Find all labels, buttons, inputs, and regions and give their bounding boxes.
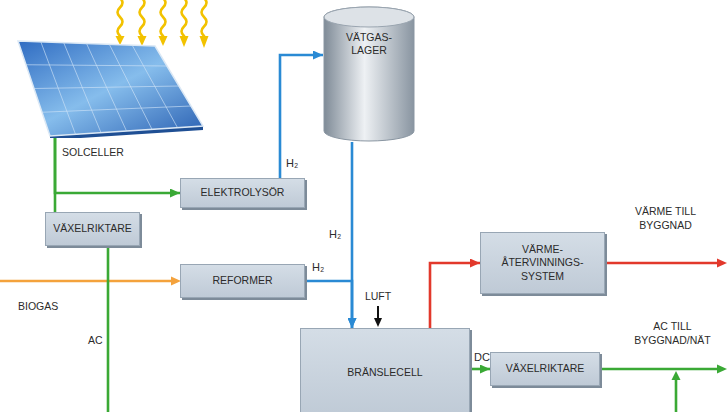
flow-connector [55, 138, 180, 193]
edge-label: H₂ [328, 228, 342, 241]
text-label: BIOGAS [18, 300, 58, 314]
arrow-head [159, 36, 168, 46]
node-label: REFORMER [212, 274, 272, 287]
arrow-head [717, 259, 727, 268]
text-label: VÄRME TILL BYGGNAD [618, 205, 713, 232]
arrow-head [200, 36, 209, 48]
arrow-head [180, 36, 189, 47]
hydrogen-tank: VÄTGAS- LAGER [323, 5, 415, 142]
arrow-head [717, 365, 727, 374]
edge-label: H₂ [285, 157, 299, 170]
text-label: AC [88, 334, 103, 348]
heat-out-line [605, 262, 718, 265]
arrow-head [138, 36, 147, 46]
sun-ray [118, 0, 123, 36]
biogas-line [0, 280, 172, 283]
flow-connector [305, 281, 352, 328]
tank-body [324, 7, 414, 141]
sun-ray [140, 0, 145, 36]
edge-label: H₂ [311, 261, 325, 274]
node-label: VÄRME- ÅTERVINNINGS- SYSTEM [493, 243, 593, 282]
process-box: ELEKTROLYSÖR [180, 178, 305, 208]
panel-shape [15, 38, 205, 138]
sun-rays [118, 0, 207, 36]
node-label: SOLCELLER [62, 146, 124, 159]
tank-top [324, 7, 414, 27]
solar-panel: SOLCELLER [15, 38, 205, 138]
panel-grid [42, 106, 191, 112]
process-box: BRÄNSLECELL [300, 328, 470, 412]
grid-feed-line [675, 379, 678, 412]
arrow-head [374, 318, 382, 327]
arrow-head [116, 36, 125, 45]
tank-shape [323, 5, 415, 142]
panel-grid [26, 65, 167, 66]
panel-surface [18, 41, 203, 136]
edge-label: DC [473, 351, 491, 364]
ac-out-line [600, 368, 718, 371]
arrow-head [672, 371, 681, 380]
flow-connector [280, 55, 323, 178]
node-label: VÄTGAS- LAGER [337, 31, 401, 57]
flow-connector [430, 263, 480, 328]
sun-ray [202, 0, 207, 36]
node-label: BRÄNSLECELL [347, 366, 422, 379]
process-box: VÄRME- ÅTERVINNINGS- SYSTEM [480, 232, 605, 294]
text-label: AC TILL BYGGNAD/NÄT [625, 320, 720, 347]
node-label: VÄXELRIKTARE [53, 222, 132, 235]
process-box: REFORMER [180, 264, 305, 298]
process-box: VÄXELRIKTARE [45, 212, 140, 246]
sun-ray [161, 0, 166, 36]
text-label: LUFT [363, 290, 393, 304]
ac-line [107, 246, 110, 412]
air-line [377, 306, 379, 319]
process-box: VÄXELRIKTARE [490, 352, 600, 386]
flow-connector [470, 368, 490, 371]
node-label: VÄXELRIKTARE [506, 362, 585, 375]
sun-ray [182, 0, 187, 36]
node-label: ELEKTROLYSÖR [201, 186, 285, 199]
panel-grid [34, 86, 179, 89]
